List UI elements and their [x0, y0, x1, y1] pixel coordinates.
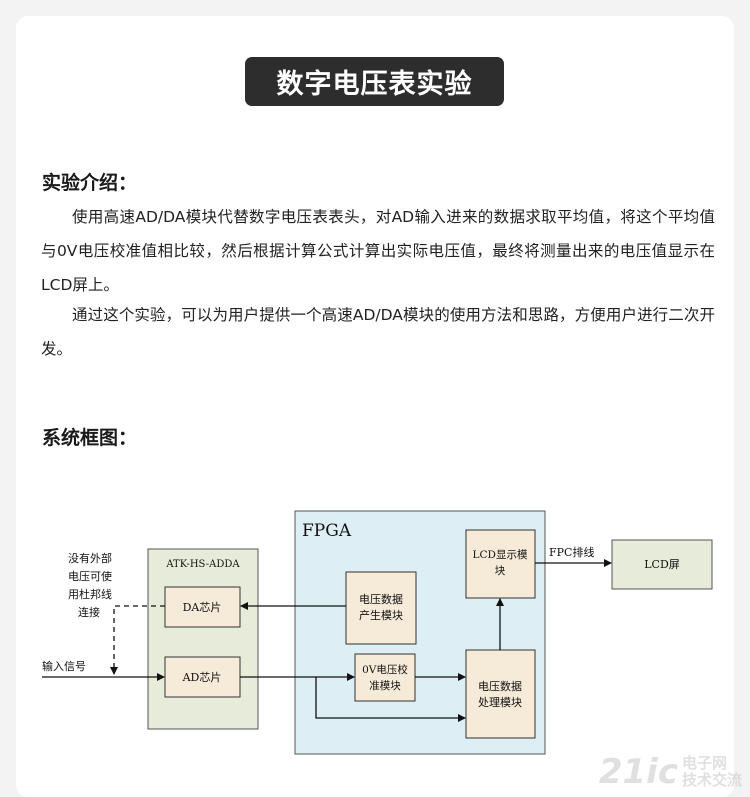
watermark-text-2: 技术交流: [681, 771, 742, 789]
watermark-21ic: 21ic 电子网 技术交流: [598, 752, 742, 792]
intro-paragraph-2: 通过这个实验，可以为用户提供一个高速AD/DA模块的使用方法和思路，方便用户进行…: [41, 306, 715, 358]
watermark-number: 21ic: [598, 752, 678, 792]
watermark-text-1: 电子网: [681, 754, 727, 772]
intro-paragraph-1: 使用高速AD/DA模块代替数字电压表表头，对AD输入进来的数据求取平均值，将这个…: [41, 208, 715, 294]
intro-heading: 实验介绍：: [42, 172, 138, 194]
diagram-heading: 系统框图：: [42, 427, 138, 449]
content-card: [16, 16, 734, 797]
page-title: 数字电压表实验: [245, 57, 504, 106]
